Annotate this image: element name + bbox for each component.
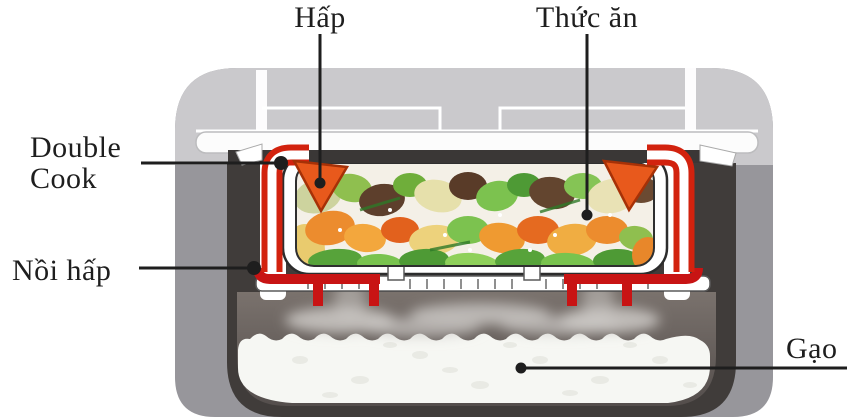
- basket-foot: [387, 265, 405, 281]
- gao-pointer-dot: [515, 362, 527, 374]
- rice-mass: [238, 333, 710, 403]
- steam-mist: [285, 280, 660, 337]
- lid-seal: [195, 131, 759, 167]
- gao-label: Gạo: [786, 332, 837, 365]
- noi-hap-label: Nồi hấp: [12, 254, 111, 287]
- double-cook-label-line1: Double: [30, 131, 121, 164]
- callout-gao: Gạo: [515, 332, 847, 374]
- basket-foot: [523, 265, 541, 281]
- callout-double-cook: Double Cook: [30, 131, 288, 195]
- steam-riser-right: [647, 144, 695, 272]
- callout-thuc-an: Thức ăn: [536, 1, 638, 221]
- seal-band: [228, 150, 722, 163]
- rice-texture: [292, 342, 697, 398]
- thuc-an-pointer-dot: [581, 209, 593, 221]
- callout-noi-hap: Nồi hấp: [12, 254, 261, 287]
- callouts: Hấp Thức ăn Double Cook Nồi hấp Gạo: [12, 1, 847, 374]
- steam-arrow-right-icon: [601, 159, 660, 213]
- hap-label: Hấp: [294, 1, 345, 34]
- double-cook-label-line2: Cook: [30, 162, 97, 195]
- food-illustration: [295, 162, 655, 267]
- basket-rim-hook-right: [699, 144, 737, 167]
- basket-rim-hook-left: [235, 143, 263, 166]
- thuc-an-label: Thức ăn: [536, 1, 638, 34]
- rice: [238, 333, 710, 403]
- hap-pointer-dot: [314, 177, 326, 189]
- noi-hap-pointer-dot: [247, 261, 261, 275]
- double-cook-pointer-dot: [274, 156, 288, 170]
- callout-hap: Hấp: [294, 1, 345, 189]
